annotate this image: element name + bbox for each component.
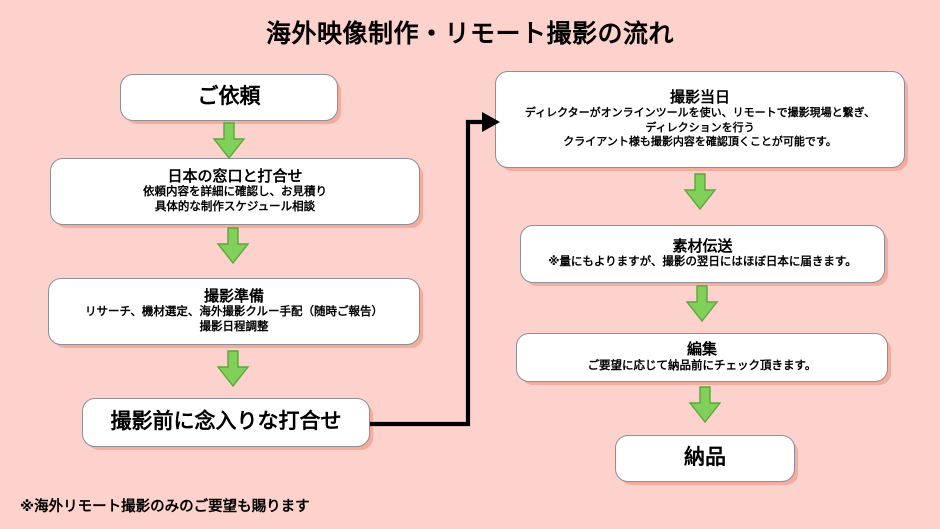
flow-node-edit[interactable]: 編集 ご要望に応じて納品前にチェック頂きます。: [516, 333, 888, 382]
flow-node-request-heading: ご依頼: [197, 85, 261, 109]
flow-node-transfer-sub-1: ※量にもよりますが、撮影の翌日にはほぼ日本に届きます。: [548, 256, 857, 269]
flow-node-shootday-sub-2: ディレクションを行う: [645, 121, 755, 134]
arrow-down-icon: [216, 227, 250, 265]
flow-node-edit-sub-1: ご要望に応じて納品前にチェック頂きます。: [587, 359, 817, 372]
flow-node-shootday[interactable]: 撮影当日 ディレクターがオンラインツールを使い、リモートで撮影現場と繋ぎ、 ディ…: [495, 71, 905, 168]
arrow-down-icon: [688, 386, 722, 424]
flow-node-transfer-heading: 素材伝送: [672, 237, 733, 255]
flow-node-premeeting-heading: 撮影前に念入りな打合せ: [110, 410, 342, 434]
flow-node-prep-sub-1: リサーチ、機材選定、海外撮影クルー手配（随時ご報告）: [85, 305, 383, 318]
page-title: 海外映像制作・リモート撮影の流れ: [265, 20, 674, 48]
arrow-down-icon: [216, 350, 250, 388]
flow-node-japan-window[interactable]: 日本の窓口と打合せ 依頼内容を詳細に確認し、お見積り 具体的な制作スケジュール相…: [50, 158, 420, 225]
flow-node-shootday-heading: 撮影当日: [669, 89, 730, 107]
flow-node-delivery-heading: 納品: [684, 446, 726, 470]
arrow-down-icon: [683, 173, 717, 211]
elbow-connector-premeeting-to-shootday: [360, 100, 510, 440]
flow-node-shootday-sub-3: クライアント様も撮影内容を確認頂くことが可能です。: [563, 136, 837, 149]
flow-node-shootday-sub-1: ディレクターがオンラインツールを使い、リモートで撮影現場と繋ぎ、: [524, 107, 876, 120]
flow-node-delivery[interactable]: 納品: [615, 435, 795, 482]
flow-node-japan-window-sub-2: 具体的な制作スケジュール相談: [154, 201, 316, 214]
flow-node-prep[interactable]: 撮影準備 リサーチ、機材選定、海外撮影クルー手配（随時ご報告） 撮影日程調整: [48, 278, 420, 345]
flow-node-edit-heading: 編集: [686, 341, 717, 359]
flow-node-premeeting[interactable]: 撮影前に念入りな打合せ: [82, 398, 370, 447]
arrow-down-icon: [685, 285, 719, 323]
arrow-down-icon: [212, 122, 246, 160]
footnote-text: ※海外リモート撮影のみのご要望も賜ります: [20, 499, 310, 515]
flow-node-japan-window-sub-1: 依頼内容を詳細に確認し、お見積り: [143, 185, 327, 198]
flow-node-japan-window-heading: 日本の窓口と打合せ: [167, 167, 303, 185]
flow-node-prep-heading: 撮影準備: [203, 287, 264, 305]
flow-node-prep-sub-2: 撮影日程調整: [199, 321, 269, 334]
flow-node-request[interactable]: ご依頼: [120, 74, 338, 121]
flow-node-transfer[interactable]: 素材伝送 ※量にもよりますが、撮影の翌日にはほぼ日本に届きます。: [520, 225, 885, 283]
